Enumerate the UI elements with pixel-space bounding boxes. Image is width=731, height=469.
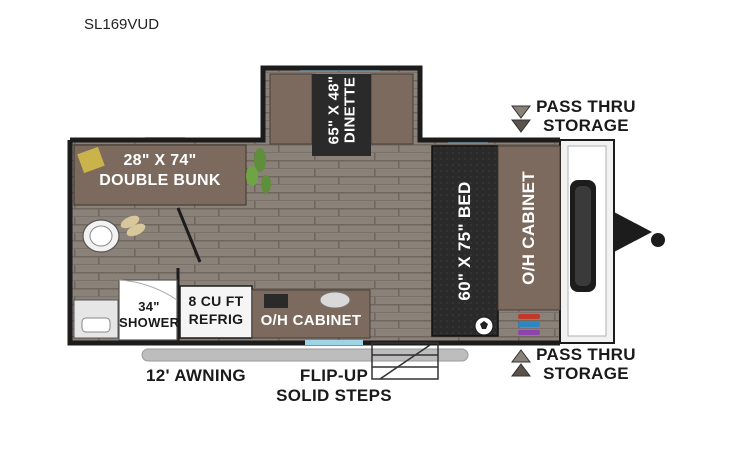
awning [141,348,469,362]
pass-thru-top-line2: STORAGE [543,115,629,135]
steps-label: FLIP-UP SOLID STEPS [270,367,398,405]
bed-label: 60" X 75" BED [455,181,475,301]
model-number: SL169VUD [84,16,160,33]
shoes-icon [518,314,540,335]
refrig-label-name: REFRIG [188,310,244,327]
shower [118,279,178,341]
kitchen-counter [251,289,371,339]
shower-label: 34" SHOWER [119,300,179,329]
slippers-icon [120,215,146,237]
dinette-label: 65" X 48" DINETTE [325,75,358,145]
toilet-icon [82,219,120,253]
hitch-icon [614,212,665,252]
pass-thru-top-line1: PASS THRU [536,97,636,116]
double-bunk [73,137,247,206]
refrigerator [179,285,253,339]
front-cap [559,139,615,344]
refrig-label-size: 8 CU FT [188,293,244,309]
steps-label-line2: SOLID STEPS [276,385,392,405]
bath-sink [73,299,119,339]
oh-cabinet-right [497,145,561,311]
awning-label: 12' AWNING [146,366,246,385]
bunk-label-name: DOUBLE BUNK [99,171,221,189]
pass-thru-bottom-line2: STORAGE [543,363,629,383]
bunk-label-size: 28" X 74" [123,152,197,169]
steps-label-line1: FLIP-UP [299,366,369,385]
oh-cabinet-right-label: O/H CABINET [519,171,539,285]
ball-icon [474,316,494,336]
bathroom-wall [176,207,202,343]
arrow-up-icon [511,349,531,377]
pass-thru-bottom-label: PASS THRU STORAGE [534,346,638,383]
shower-label-name: SHOWER [119,314,180,330]
shower-label-size: 34" [138,299,160,314]
dinette [269,66,414,156]
pass-thru-top-label: PASS THRU STORAGE [534,98,638,135]
pass-thru-bottom-line1: PASS THRU [536,345,636,364]
bunk-label: 28" X 74" DOUBLE BUNK [74,152,246,190]
plant-icon [246,148,271,193]
flip-up-steps [371,342,439,380]
oh-cabinet-bottom-label: O/H CABINET [260,312,362,329]
door-window [305,340,363,345]
arrow-down-icon [511,105,531,133]
refrig-label: 8 CU FT REFRIG [180,294,252,326]
